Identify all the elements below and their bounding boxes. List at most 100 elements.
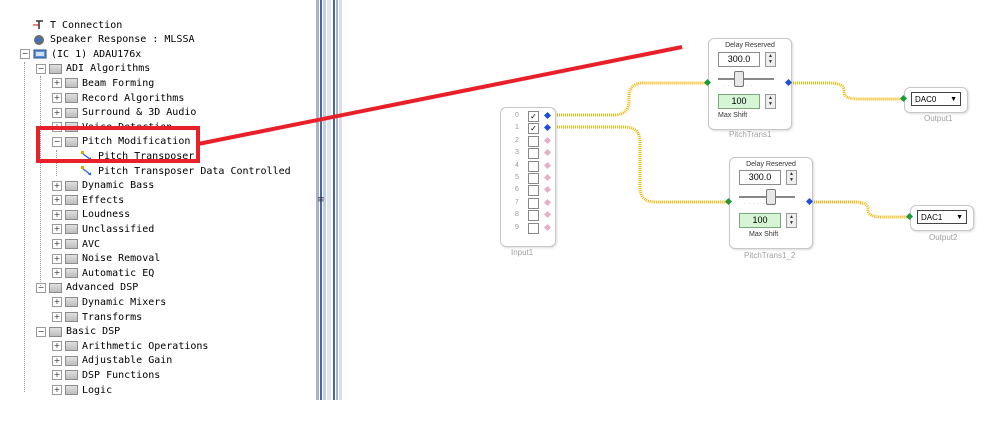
expand-icon[interactable]: + <box>52 370 62 381</box>
tree-item[interactable]: +DSP Functions <box>52 368 160 382</box>
output1-dac-select[interactable]: DAC0 ▼ <box>911 92 961 106</box>
tree-item-label: Effects <box>82 194 125 206</box>
channel-output-pin[interactable] <box>543 186 552 194</box>
pitch2-delay-input[interactable]: 300.0 <box>739 170 781 185</box>
wire-input1-to-pitch2[interactable] <box>547 125 728 204</box>
expand-icon[interactable]: + <box>52 268 62 279</box>
tree-item[interactable]: −Pitch Modification <box>52 135 190 149</box>
wire-pitch1-to-output1[interactable] <box>791 81 903 101</box>
channel-checkbox[interactable]: ✓ <box>528 123 539 135</box>
channel-checkbox[interactable] <box>528 210 539 222</box>
tree-item[interactable]: +Voice Detection <box>52 120 172 134</box>
channel-output-pin[interactable] <box>543 111 552 120</box>
wire-pitch2-to-output2[interactable] <box>812 200 909 219</box>
collapse-icon[interactable]: − <box>36 282 46 293</box>
tree-item[interactable]: −Advanced DSP <box>36 281 138 295</box>
chip-icon <box>33 48 47 60</box>
folder-icon <box>49 282 62 293</box>
channel-checkbox[interactable] <box>528 185 539 197</box>
expand-icon[interactable]: + <box>52 385 62 395</box>
pitch1-shift-spinner[interactable]: ▲▼ <box>765 94 776 109</box>
output-2-block[interactable]: DAC1 ▼ <box>910 205 974 231</box>
pitch2-slider-thumb[interactable] <box>766 189 776 205</box>
tree-item[interactable]: +Surround & 3D Audio <box>52 106 196 120</box>
channel-output-pin[interactable] <box>543 161 552 169</box>
expand-icon[interactable]: + <box>52 78 62 89</box>
panel-splitter[interactable]: ≡ <box>316 0 344 400</box>
tree-item[interactable]: +Beam Forming <box>52 76 154 90</box>
tree-item[interactable]: −Basic DSP <box>36 325 120 339</box>
tree-item[interactable]: + Effects <box>52 193 124 207</box>
pitch1-slider-thumb[interactable] <box>734 71 744 87</box>
channel-checkbox[interactable] <box>528 173 539 184</box>
expand-icon[interactable]: + <box>52 122 62 133</box>
folder-icon <box>65 93 78 103</box>
tree-item[interactable]: +Transforms <box>52 310 142 324</box>
tree-item[interactable]: +Noise Removal <box>52 252 160 266</box>
channel-checkbox[interactable]: ✓ <box>528 111 539 122</box>
tree-item[interactable]: +Adjustable Gain <box>52 354 172 368</box>
channel-checkbox[interactable] <box>528 135 539 147</box>
output2-dac-select[interactable]: DAC1 ▼ <box>917 210 967 224</box>
collapse-icon[interactable]: − <box>20 49 30 60</box>
wire-input0-to-pitch1[interactable] <box>547 81 707 117</box>
pitch2-shift-spinner[interactable]: ▲▼ <box>786 213 797 228</box>
folder-icon <box>65 297 78 308</box>
channel-checkbox[interactable] <box>528 222 539 234</box>
pitch1-max-shift-input[interactable]: 100 <box>718 94 760 109</box>
expand-icon[interactable]: + <box>52 355 62 366</box>
channel-checkbox[interactable] <box>528 197 539 209</box>
tree-item[interactable]: +Logic <box>52 383 112 397</box>
tree-item[interactable]: T Connection <box>20 18 122 32</box>
collapse-icon[interactable]: − <box>52 136 62 147</box>
expand-icon[interactable]: + <box>52 341 62 352</box>
tree-item[interactable]: Pitch Transposer <box>68 149 194 163</box>
tree-item[interactable]: +Dynamic Bass <box>52 179 154 193</box>
channel-output-pin[interactable] <box>543 198 552 206</box>
collapse-icon[interactable]: − <box>36 326 46 337</box>
pitch1-delay-spinner[interactable]: ▲▼ <box>765 52 776 67</box>
pitch2-header: Delay Reserved <box>746 161 796 168</box>
tree-item[interactable]: +Dynamic Mixers <box>52 295 166 309</box>
tree-item[interactable]: −ADI Algorithms <box>36 62 150 76</box>
expand-icon[interactable]: + <box>52 239 62 249</box>
expand-icon[interactable]: + <box>52 180 62 191</box>
channel-checkbox[interactable] <box>528 160 539 172</box>
output-1-block[interactable]: DAC0 ▼ <box>904 87 968 113</box>
channel-output-pin[interactable] <box>543 173 552 182</box>
tree-item[interactable]: Speaker Response : MLSSA <box>20 33 195 47</box>
channel-output-pin[interactable] <box>543 149 552 157</box>
expand-icon[interactable]: + <box>52 209 62 220</box>
expand-icon[interactable]: + <box>52 107 62 118</box>
expand-icon[interactable]: + <box>52 312 62 322</box>
expand-icon[interactable]: + <box>52 93 62 103</box>
expand-icon[interactable]: + <box>52 195 62 206</box>
chevron-down-icon: ▼ <box>950 96 957 103</box>
tree-item[interactable]: +AVC <box>52 237 100 251</box>
tree-item[interactable]: +Record Algorithms <box>52 91 184 105</box>
pitch2-delay-spinner[interactable]: ▲▼ <box>786 170 797 185</box>
pitch-transposer-1-block[interactable]: Delay Reserved 300.0 ▲▼ ˙˙˙˙˙˙˙ 100 ▲▼ M… <box>708 38 792 130</box>
tree-item[interactable]: +Arithmetic Operations <box>52 339 208 353</box>
collapse-icon[interactable]: − <box>36 63 46 74</box>
tree-item[interactable]: +Loudness <box>52 208 130 222</box>
speaker-icon <box>32 34 46 46</box>
tree-item[interactable]: +Unclassified <box>52 222 154 236</box>
expand-icon[interactable]: + <box>52 297 62 308</box>
tree-item[interactable]: +Automatic EQ <box>52 266 154 280</box>
pitch-transposer-2-block[interactable]: Delay Reserved 300.0 ▲▼ ˙˙˙˙˙˙˙ 100 ▲▼ M… <box>729 157 813 249</box>
pitch1-delay-input[interactable]: 300.0 <box>718 52 760 67</box>
expand-icon[interactable]: + <box>52 253 62 264</box>
channel-output-pin[interactable] <box>543 124 552 132</box>
tree-item[interactable]: Pitch Transposer Data Controlled <box>68 164 291 178</box>
channel-output-pin[interactable] <box>543 223 552 231</box>
pitch2-max-shift-input[interactable]: 100 <box>739 213 781 228</box>
expand-icon[interactable]: + <box>52 224 62 235</box>
channel-output-pin[interactable] <box>543 211 552 219</box>
tree-item[interactable]: −(IC 1) ADAU176x <box>20 47 141 61</box>
splitter-grip-icon[interactable]: ≡ <box>317 195 325 205</box>
channel-checkbox[interactable] <box>528 148 539 160</box>
channel-output-pin[interactable] <box>543 136 552 144</box>
